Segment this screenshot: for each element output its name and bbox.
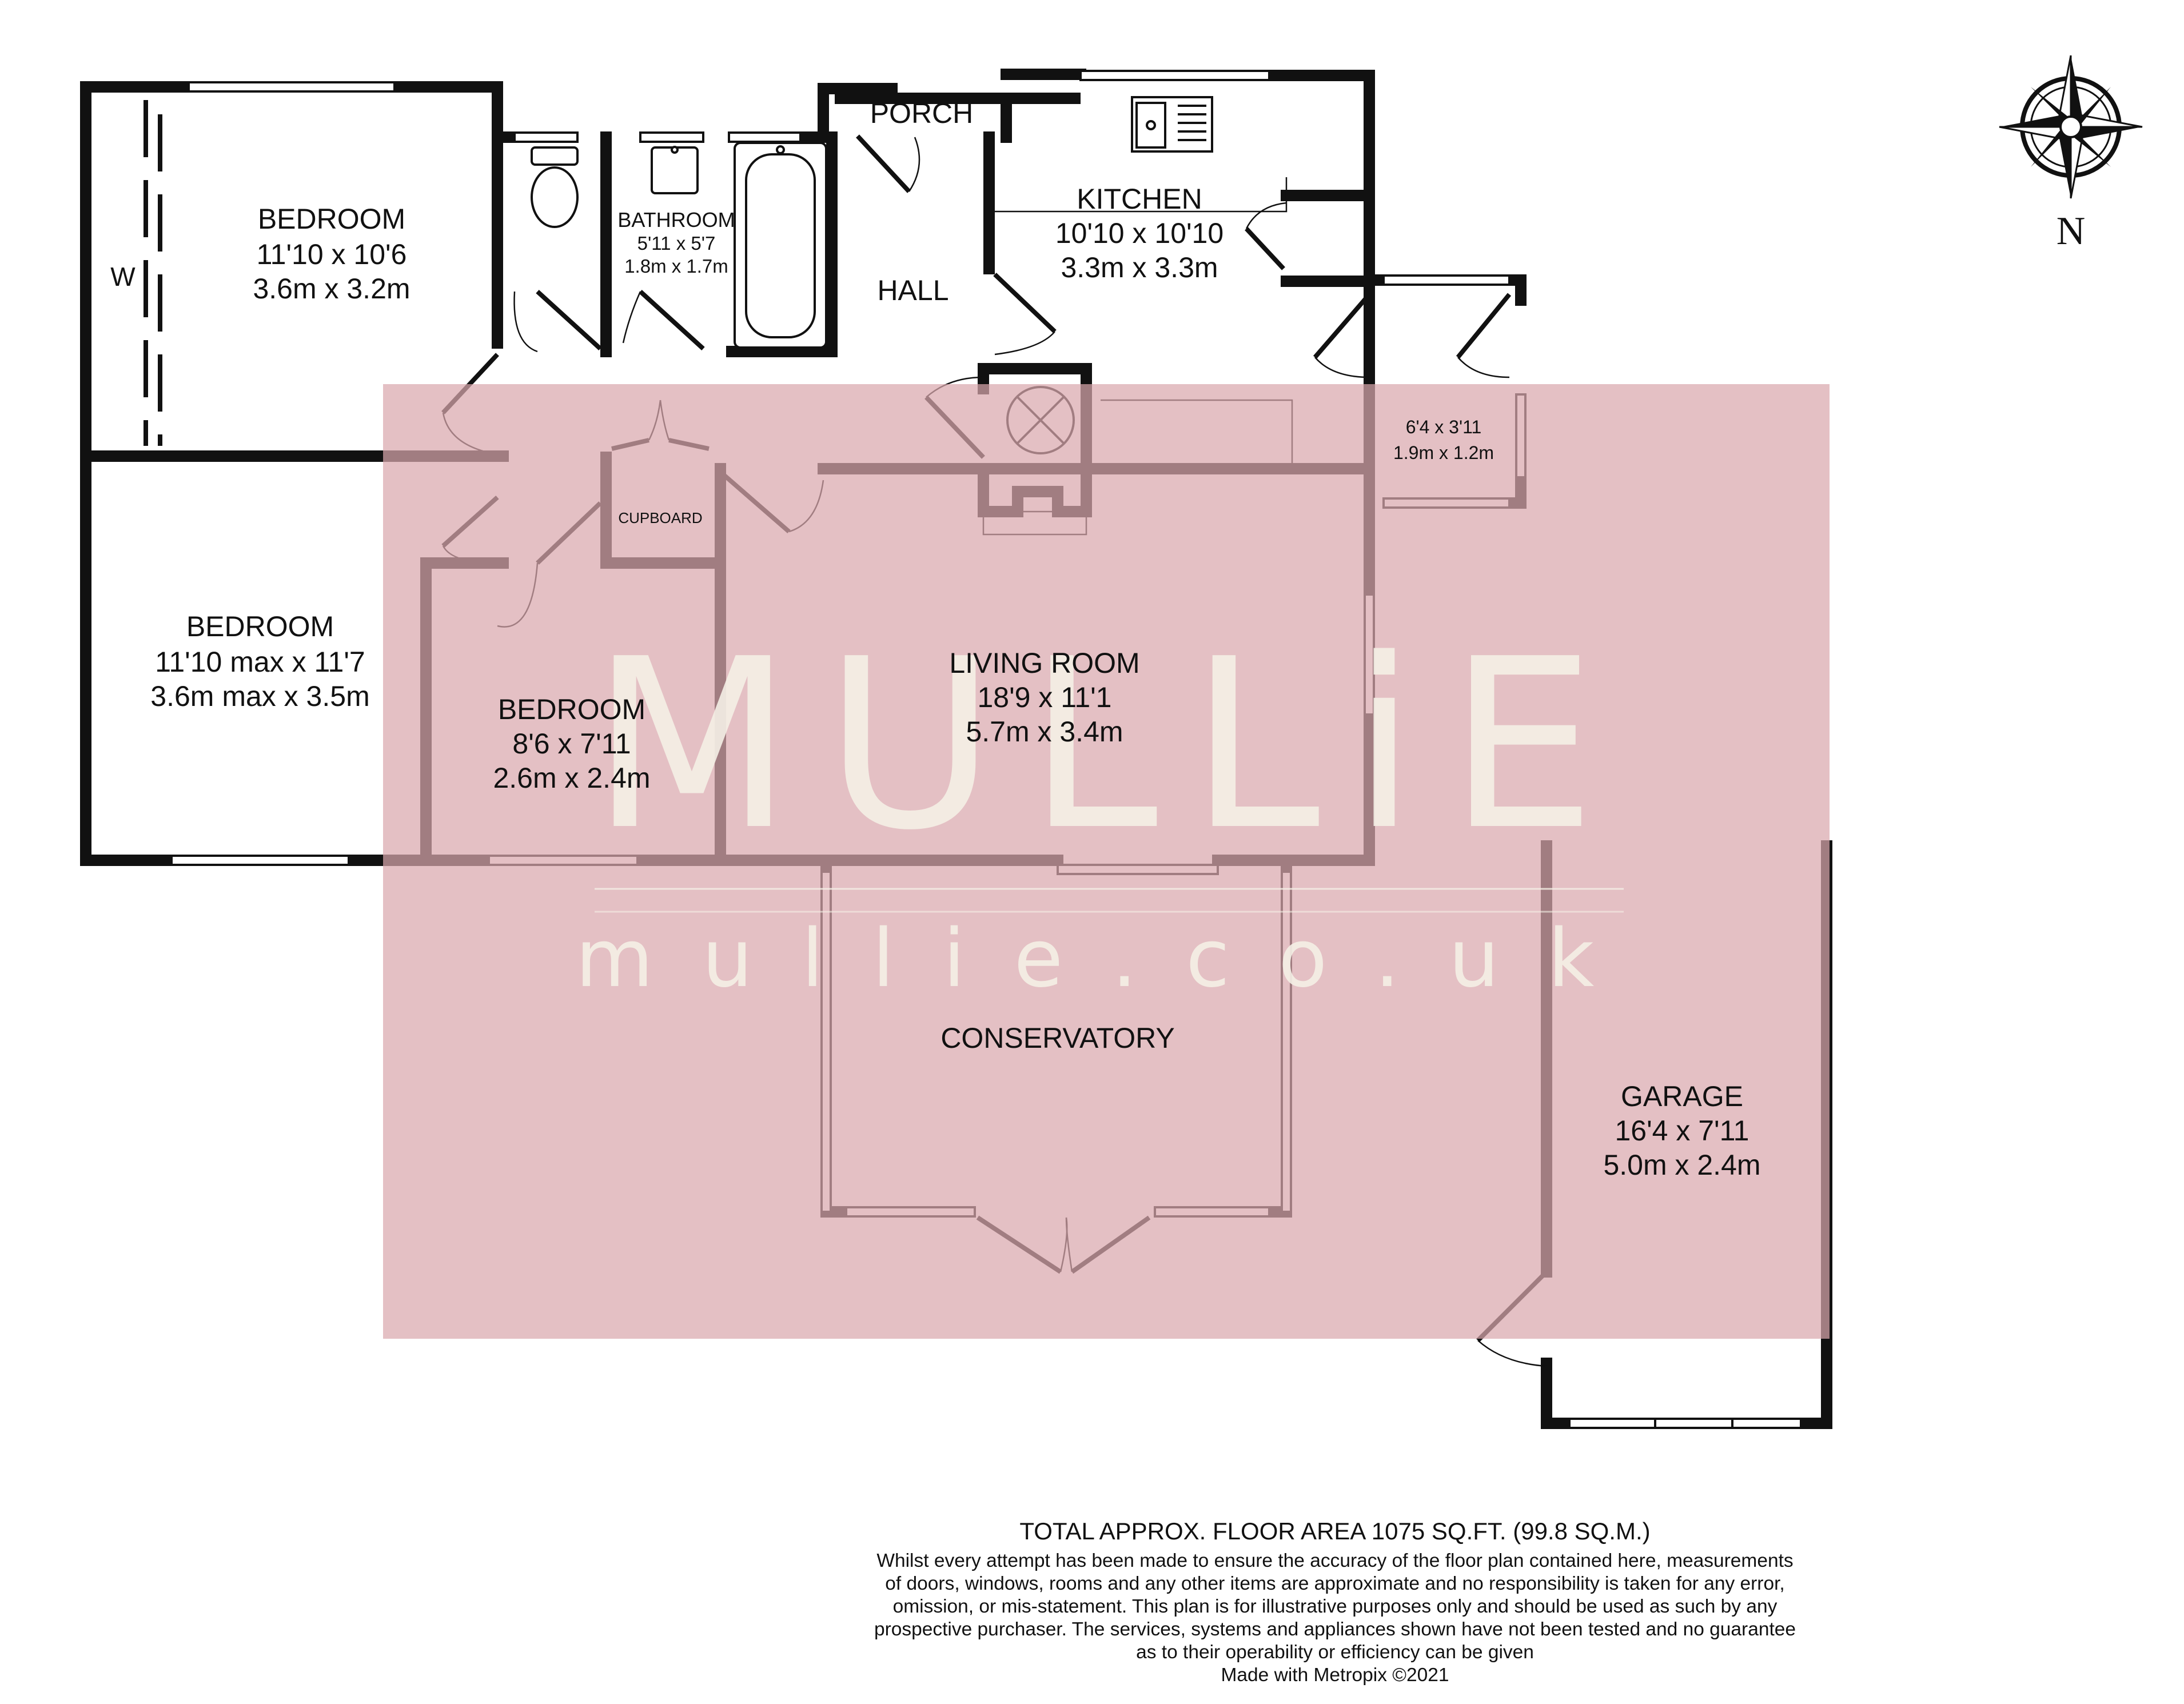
watermark-url: mullie.co.uk: [576, 912, 1643, 1005]
compass-icon: N: [1999, 55, 2143, 253]
disclaimer-line: as to their operability or efficiency ca…: [1136, 1642, 1534, 1663]
garage-imperial: 16'4 x 7'11: [1615, 1115, 1749, 1147]
disclaimer-line: of doors, windows, rooms and any other i…: [885, 1573, 1785, 1594]
bedroom2-imperial: 11'10 max x 11'7: [155, 646, 365, 678]
bedroom3-name: BEDROOM: [498, 693, 645, 725]
living-room-name: LIVING ROOM: [949, 647, 1139, 679]
living-room-metric: 5.7m x 3.4m: [966, 716, 1123, 748]
bedroom1-name: BEDROOM: [258, 203, 405, 235]
garage-metric: 5.0m x 2.4m: [1603, 1149, 1760, 1181]
utility-imperial: 6'4 x 3'11: [1406, 417, 1482, 437]
disclaimer-line: Whilst every attempt has been made to en…: [876, 1550, 1794, 1571]
bedroom1-metric: 3.6m x 3.2m: [253, 273, 410, 305]
footer: TOTAL APPROX. FLOOR AREA 1075 SQ.FT. (99…: [823, 1518, 1847, 1687]
bedroom3-imperial: 8'6 x 7'11: [512, 728, 631, 760]
made-with-credit: Made with Metropix ©2021: [1221, 1665, 1449, 1686]
bedroom3-metric: 2.6m x 2.4m: [493, 762, 650, 794]
conservatory-name: CONSERVATORY: [940, 1022, 1174, 1054]
kitchen-name: KITCHEN: [1077, 183, 1202, 215]
bathroom-metric: 1.8m x 1.7m: [624, 256, 728, 277]
bedroom2-metric: 3.6m max x 3.5m: [150, 680, 369, 712]
hall-label: HALL: [877, 274, 948, 306]
bathroom-name: BATHROOM: [617, 208, 735, 232]
utility-metric: 1.9m x 1.2m: [1393, 442, 1494, 463]
living-room-imperial: 18'9 x 11'1: [977, 681, 1111, 713]
disclaimer-line: prospective purchaser. The services, sys…: [874, 1619, 1796, 1640]
kitchen-metric: 3.3m x 3.3m: [1061, 252, 1218, 284]
disclaimer-line: omission, or mis-statement. This plan is…: [892, 1596, 1778, 1617]
bedroom2-name: BEDROOM: [186, 610, 334, 643]
bedroom1-imperial: 11'10 x 10'6: [257, 238, 407, 270]
garage-name: GARAGE: [1621, 1080, 1743, 1112]
bathroom-imperial: 5'11 x 5'7: [637, 233, 716, 254]
total-floor-area: TOTAL APPROX. FLOOR AREA 1075 SQ.FT. (99…: [1019, 1518, 1651, 1545]
fixtures: [531, 96, 1293, 536]
room-labels: BEDROOM 11'10 x 10'6 3.6m x 3.2m W BATHR…: [110, 97, 1760, 1181]
watermark-brand: MULLiE: [591, 608, 1628, 881]
watermark: MULLiE mullie.co.uk: [383, 384, 1830, 1339]
kitchen-imperial: 10'10 x 10'10: [1055, 217, 1223, 249]
compass-north-label: N: [2057, 209, 2086, 253]
porch-label: PORCH: [870, 97, 974, 129]
wardrobe-label: W: [110, 262, 135, 292]
cupboard-label: CUPBOARD: [618, 509, 702, 526]
